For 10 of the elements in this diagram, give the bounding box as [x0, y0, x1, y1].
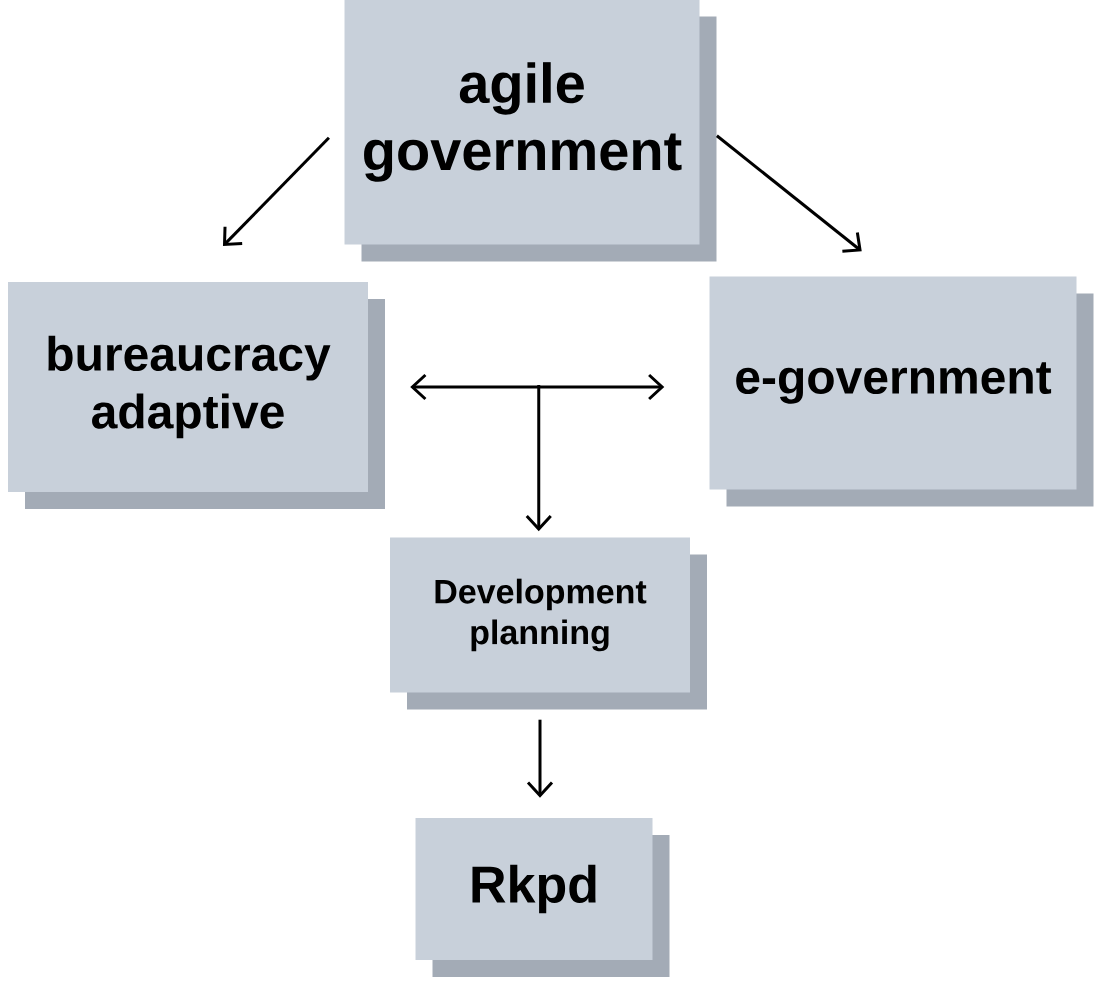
process-box: Rkpd [415, 818, 670, 977]
arrow [525, 385, 552, 532]
process-box: Development planning [390, 537, 707, 710]
arrow [410, 373, 665, 401]
process-box: bureaucracy adaptive [8, 282, 385, 509]
arrow [715, 134, 862, 253]
process-box: e-government [709, 276, 1094, 507]
arrow [526, 719, 554, 798]
process-box: agile government [344, 0, 717, 262]
arrow [222, 136, 330, 247]
